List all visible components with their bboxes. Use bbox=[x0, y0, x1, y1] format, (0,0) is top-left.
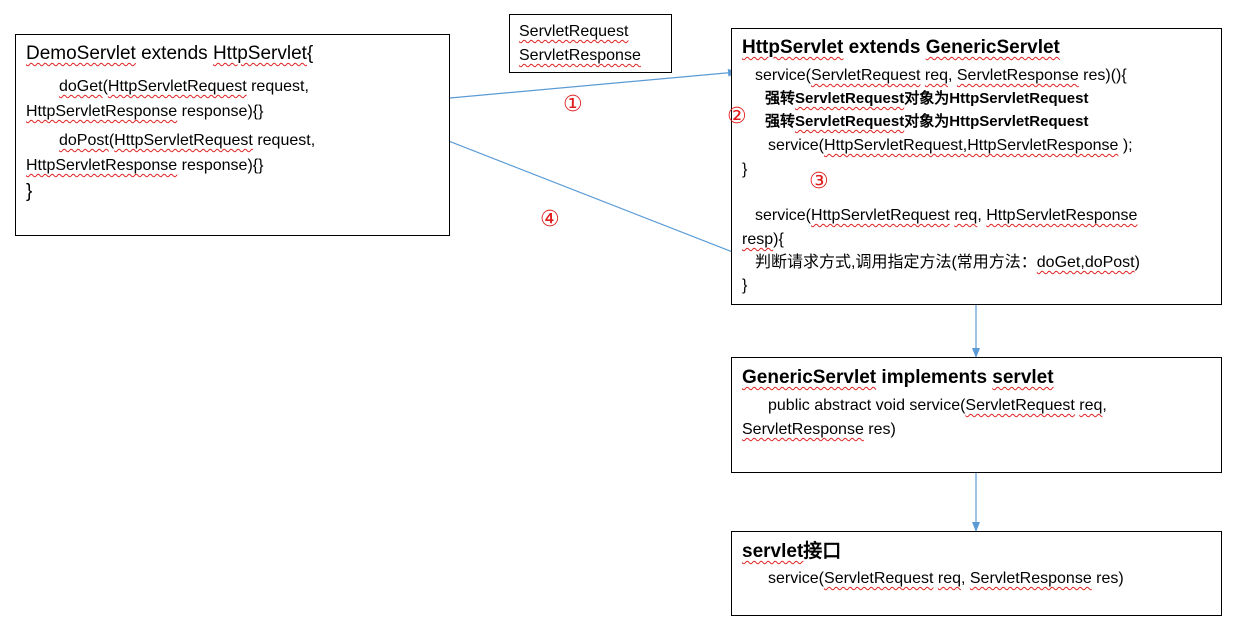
http-title-parent: GenericServlet bbox=[925, 37, 1060, 58]
http-s3-resp-type: HttpServletResponse bbox=[986, 207, 1138, 224]
http-s3-resp-name: resp bbox=[742, 231, 774, 248]
step-3-label: ③ bbox=[809, 168, 829, 193]
http-service-http-call: service(HttpServletRequest,HttpServletRe… bbox=[768, 136, 1133, 155]
step-1-label: ① bbox=[563, 91, 583, 116]
http-s2-end: ); bbox=[1118, 137, 1133, 154]
demo-doget-req-name: request, bbox=[246, 78, 309, 95]
params-box: ServletRequest ServletResponse bbox=[509, 14, 672, 73]
http-s1-resp-type: ServletResponse bbox=[956, 67, 1079, 84]
demo-title-parent: HttpServlet bbox=[212, 43, 307, 64]
params-response-text: ServletResponse bbox=[519, 47, 641, 64]
http-cast2-verb: 强转 bbox=[765, 113, 796, 130]
http-s1-resp-name: res)(){ bbox=[1078, 67, 1127, 84]
generic-l1-comma: , bbox=[1102, 397, 1107, 414]
http-cast2-to: HttpServletRequest bbox=[949, 113, 1089, 130]
demo-doget-line2: HttpServletResponse response){} bbox=[26, 102, 263, 121]
http-s1-req-name: req bbox=[924, 67, 948, 84]
generic-l1-req-name: req bbox=[1079, 397, 1103, 414]
iface-l1-resp-type: ServletResponse bbox=[969, 570, 1092, 587]
demo-dopost-resp-name: response){} bbox=[177, 157, 264, 174]
http-s1-name: service( bbox=[755, 67, 812, 84]
step-2-label: ② bbox=[727, 103, 747, 128]
http-title-class: HttpServlet bbox=[742, 37, 844, 58]
servlet-interface-service: service(ServletRequest req, ServletRespo… bbox=[768, 569, 1124, 588]
demo-dopost-resp-type: HttpServletResponse bbox=[26, 157, 178, 174]
http-title-extends: extends bbox=[843, 37, 926, 58]
demo-doget-paren: ( bbox=[102, 78, 108, 95]
http-s3-req-type: HttpServletRequest bbox=[811, 207, 950, 224]
demo-dopost-name: doPost bbox=[59, 132, 109, 149]
step-4-label: ④ bbox=[540, 206, 560, 231]
params-request-text: ServletRequest bbox=[519, 23, 629, 40]
demo-dopost-line1: doPost(HttpServletRequest request, bbox=[59, 131, 315, 150]
http-cast1-to: HttpServletRequest bbox=[949, 90, 1089, 107]
demo-doget-resp-name: response){} bbox=[177, 103, 264, 120]
generic-l1-sig: public abstract void service( bbox=[768, 397, 966, 414]
demo-dopost-line2: HttpServletResponse response){} bbox=[26, 156, 263, 175]
demo-doget-resp-type: HttpServletResponse bbox=[26, 103, 178, 120]
http-s2-name: service( bbox=[768, 137, 825, 154]
http-cast2-mid: 对象为 bbox=[904, 113, 950, 130]
generic-service-line2: ServletResponse res) bbox=[742, 420, 896, 439]
generic-l2-resp-type: ServletResponse bbox=[742, 421, 864, 438]
http-s1-comma: , bbox=[947, 67, 957, 84]
demo-close-brace: } bbox=[26, 181, 33, 202]
demo-dopost-paren: ( bbox=[108, 132, 115, 149]
iface-title-suffix: 接口 bbox=[803, 541, 842, 562]
http-judge-end: ) bbox=[1134, 254, 1140, 271]
generic-l2-resp-name: res) bbox=[863, 421, 896, 438]
generic-title-implements: implements bbox=[876, 367, 993, 388]
generic-servlet-title: GenericServlet implements servlet bbox=[742, 367, 1054, 390]
demo-doget-req-type: HttpServletRequest bbox=[107, 78, 247, 95]
generic-servlet-box: GenericServlet implements servlet public… bbox=[731, 357, 1222, 473]
http-cast2-from: ServletRequest bbox=[795, 113, 905, 130]
http-judge-methods: doGet,doPost bbox=[1036, 254, 1135, 271]
params-response: ServletResponse bbox=[519, 46, 641, 65]
demo-servlet-title: DemoServlet extends HttpServlet{ bbox=[26, 43, 313, 66]
demo-title-brace: { bbox=[306, 43, 314, 64]
http-close-brace-2: } bbox=[742, 277, 748, 294]
iface-l1-name: service( bbox=[768, 570, 825, 587]
iface-l1-resp-name: res) bbox=[1091, 570, 1124, 587]
servlet-interface-title: servlet接口 bbox=[742, 541, 841, 564]
http-judge-line: 判断请求方式,调用指定方法(常用方法：doGet,doPost) bbox=[755, 253, 1140, 272]
http-servlet-title: HttpServlet extends GenericServlet bbox=[742, 37, 1060, 60]
demo-dopost-req-name: request, bbox=[252, 132, 316, 149]
http-cast1-mid: 对象为 bbox=[904, 90, 950, 107]
generic-service-line1: public abstract void service(ServletRequ… bbox=[768, 396, 1107, 415]
http-service-http-def-2: resp){ bbox=[742, 230, 784, 249]
http-judge-text: 判断请求方式,调用指定方法(常用方法： bbox=[755, 254, 1037, 271]
http-close-brace-1: } bbox=[742, 161, 748, 178]
http-cast-line2: 强转ServletRequest对象为HttpServletRequest bbox=[765, 113, 1088, 131]
arrow-step-1 bbox=[449, 68, 738, 99]
demo-title-extends: extends bbox=[135, 43, 213, 64]
http-s3-open: ){ bbox=[773, 231, 784, 248]
iface-l1-comma: , bbox=[960, 570, 970, 587]
iface-l1-req-type: ServletRequest bbox=[824, 570, 934, 587]
servlet-interface-box: servlet接口 service(ServletRequest req, Se… bbox=[731, 531, 1222, 616]
http-s3-name: service( bbox=[755, 207, 812, 224]
http-s3-req-name: req bbox=[954, 207, 978, 224]
generic-title-interface: servlet bbox=[992, 367, 1054, 388]
generic-l1-req-type: ServletRequest bbox=[965, 397, 1075, 414]
demo-doget-line1: doGet(HttpServletRequest request, bbox=[59, 77, 309, 96]
http-servlet-box: HttpServlet extends GenericServlet servi… bbox=[731, 28, 1222, 305]
http-cast1-verb: 强转 bbox=[765, 90, 796, 107]
demo-doget-name: doGet bbox=[59, 78, 103, 95]
http-cast-line1: 强转ServletRequest对象为HttpServletRequest bbox=[765, 90, 1088, 108]
demo-dopost-req-type: HttpServletRequest bbox=[114, 132, 253, 149]
http-s3-comma: , bbox=[977, 207, 987, 224]
generic-title-class: GenericServlet bbox=[742, 367, 877, 388]
http-s2-args: HttpServletRequest,HttpServletResponse bbox=[824, 137, 1119, 154]
demo-servlet-box: DemoServlet extends HttpServlet{ doGet(H… bbox=[15, 34, 450, 236]
iface-l1-req-name: req bbox=[937, 570, 961, 587]
iface-title-name: servlet bbox=[742, 541, 804, 562]
demo-title-class: DemoServlet bbox=[26, 43, 136, 64]
http-s1-req-type: ServletRequest bbox=[811, 67, 921, 84]
http-service-http-def: service(HttpServletRequest req, HttpServ… bbox=[755, 206, 1137, 225]
params-request: ServletRequest bbox=[519, 22, 628, 41]
http-service-generic: service(ServletRequest req, ServletRespo… bbox=[755, 66, 1127, 85]
http-cast1-from: ServletRequest bbox=[795, 90, 905, 107]
